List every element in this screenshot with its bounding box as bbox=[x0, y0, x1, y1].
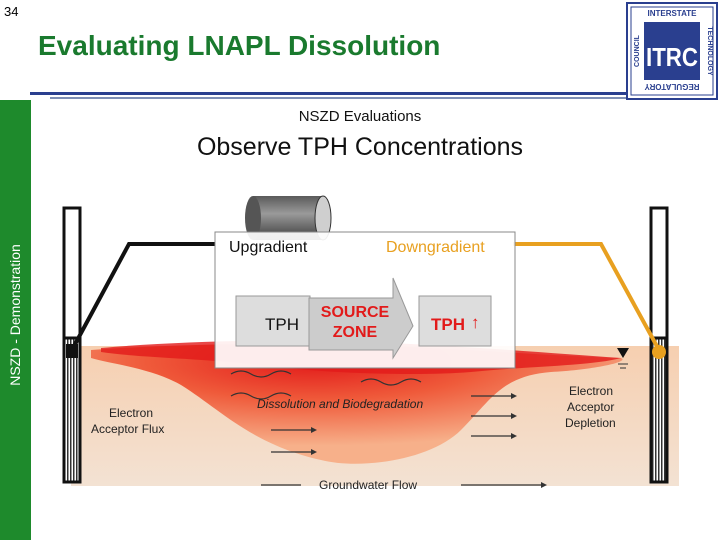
logo-ring-right: TECHNOLOGY bbox=[706, 26, 713, 76]
section-heading: NSZD Evaluations bbox=[298, 108, 422, 125]
tph-right-label: TPH bbox=[431, 315, 465, 334]
tph-left-box bbox=[235, 295, 311, 347]
flux-arrows bbox=[230, 370, 541, 486]
slide-subtitle: Observe TPH Concentrations bbox=[196, 133, 524, 161]
source-zone-line1: SOURCE bbox=[321, 304, 390, 321]
header-divider bbox=[30, 92, 650, 99]
logo-ring-top: INTERSTATE bbox=[647, 9, 697, 18]
itrc-logo: INTERSTATE REGULATORY COUNCIL TECHNOLOGY… bbox=[626, 2, 718, 100]
downgradient-label: Downgradient bbox=[386, 239, 485, 256]
upgradient-well bbox=[62, 206, 82, 484]
source-zone-line2: ZONE bbox=[333, 324, 378, 341]
logo-ring-left: COUNCIL bbox=[634, 34, 641, 67]
groundwater-flow-label: Groundwater Flow bbox=[319, 478, 417, 492]
nszd-diagram: Upgradient Downgradient TPH SOURCE ZONE … bbox=[62, 195, 679, 492]
lnapl-plume bbox=[91, 343, 623, 464]
depletion-line1: Electron bbox=[569, 384, 613, 398]
flux-arrowheads bbox=[311, 393, 547, 488]
upgradient-connector bbox=[71, 242, 215, 349]
water-table-icon bbox=[617, 348, 629, 369]
electron-acceptor-flux-line1: Electron bbox=[109, 406, 153, 420]
tph-increase-arrow: ↑ bbox=[471, 313, 480, 332]
downgradient-well bbox=[649, 206, 669, 484]
slide-title: Evaluating LNAPL Dissolution bbox=[38, 30, 441, 61]
electron-acceptor-flux-line2: Acceptor Flux bbox=[91, 422, 164, 436]
upgradient-label: Upgradient bbox=[229, 239, 308, 256]
depletion-line3: Depletion bbox=[565, 416, 616, 430]
slide-number: 34 bbox=[4, 4, 19, 19]
dissolution-label: Dissolution and Biodegradation bbox=[257, 397, 423, 411]
logo-ring-bottom: REGULATORY bbox=[644, 82, 700, 91]
source-zone-arrow bbox=[308, 277, 414, 360]
sidebar-bar bbox=[0, 100, 31, 540]
tph-right-box bbox=[418, 295, 492, 347]
logo-wordmark: ITRC bbox=[646, 42, 698, 72]
tph-left-label: TPH bbox=[265, 315, 299, 334]
depletion-line2: Acceptor bbox=[567, 400, 614, 414]
sidebar-label: NSZD - Demonstration bbox=[7, 244, 23, 386]
downgradient-connector bbox=[513, 242, 661, 351]
